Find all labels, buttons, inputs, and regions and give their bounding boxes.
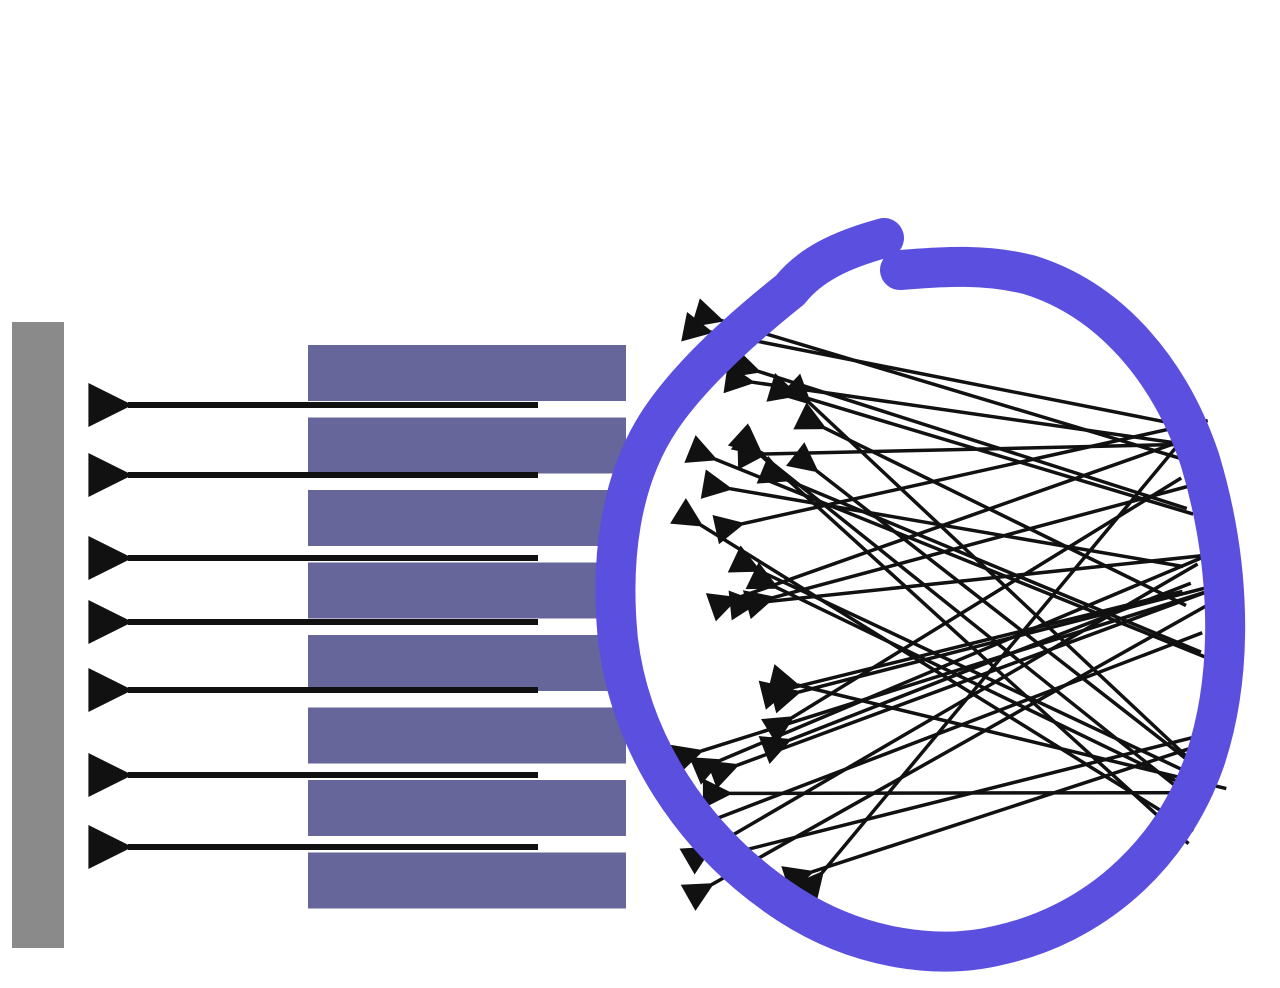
scattered-ray-arrow xyxy=(714,733,1204,872)
collimator-slat xyxy=(308,780,626,836)
collimator-slat xyxy=(308,707,626,764)
scattered-ray-arrow xyxy=(706,589,1211,789)
scattered-ray-arrow xyxy=(779,373,1209,777)
scattered-ray-arrow xyxy=(723,363,1212,450)
detector-plate xyxy=(12,322,64,948)
scattered-rays xyxy=(670,298,1228,911)
collimator-slat xyxy=(308,417,626,474)
scattered-ray-arrow xyxy=(679,631,1203,845)
scattered-ray-arrow xyxy=(793,402,1187,608)
scattered-ray-arrow xyxy=(768,585,1211,714)
scattered-ray-arrow xyxy=(793,430,1191,904)
collimator-slat xyxy=(308,852,626,909)
scattered-ray-arrow xyxy=(758,589,1183,710)
scattered-ray-arrow xyxy=(681,312,1189,429)
collimator xyxy=(308,345,626,909)
collimator-slat xyxy=(308,635,626,691)
collimator-slat xyxy=(308,490,626,546)
scattered-ray-arrow xyxy=(705,431,1206,622)
scattered-ray-arrow xyxy=(689,553,1209,785)
scattered-ray-arrow xyxy=(745,562,1204,796)
collimator-slat xyxy=(308,562,626,619)
scattered-ray-arrow xyxy=(766,372,1194,516)
scattered-ray-arrow xyxy=(670,498,1195,833)
collimator-slat xyxy=(308,345,626,401)
scattered-ray-arrow xyxy=(700,469,1184,569)
scattered-ray-arrow xyxy=(761,476,1183,745)
parallel-rays xyxy=(88,383,538,869)
scattered-ray-arrow xyxy=(670,590,1205,774)
scattered-ray-arrow xyxy=(781,745,1195,895)
scattered-ray-arrow xyxy=(785,442,1188,761)
highlight-circle xyxy=(595,218,1246,972)
scattered-ray-arrow xyxy=(691,298,1221,472)
